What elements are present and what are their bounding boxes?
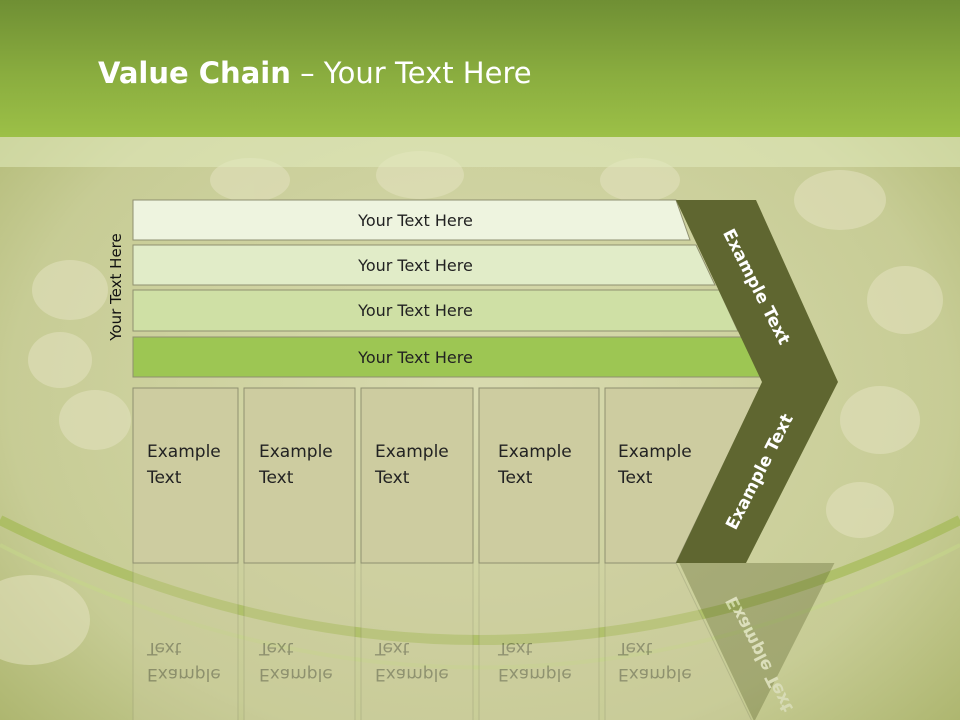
column-text-2-line1: Example (259, 442, 333, 462)
title-rest: – Your Text Here (290, 56, 532, 90)
column-text-3-line1: Example (375, 442, 449, 462)
row-label-box-3: Your Text Here (133, 290, 698, 331)
chevron-arrow (676, 200, 838, 563)
row-bar-1 (132, 199, 691, 241)
row-label-3: Your Text Here (358, 301, 473, 320)
column-text-4: Example Text (498, 439, 572, 491)
column-text-1-line2: Text (147, 468, 182, 488)
column-box-4 (478, 387, 600, 564)
row-label-1: Your Text Here (358, 210, 473, 230)
row-label-4: Your Text Here (358, 347, 473, 367)
row-label-2: Your Text Here (358, 255, 473, 275)
title-bold: Value Chain (98, 56, 291, 90)
column-box-1 (132, 387, 239, 564)
header-bar (0, 0, 960, 137)
row-label-box-1: Your Text Here (133, 200, 698, 240)
row-label-box-4: Your Text Here (133, 337, 698, 377)
column-text-3: Example Text (375, 439, 449, 491)
column-text-4-line1: Example (498, 442, 572, 462)
slide-title: Value Chain – Your Text Here (98, 56, 532, 90)
column-text-5: Example Text (618, 439, 692, 491)
column-text-5-line2: Text (618, 468, 653, 488)
column-text-2-line2: Text (259, 468, 294, 488)
column-text-2: Example Text (259, 439, 333, 491)
column-box-2 (243, 387, 356, 564)
column-text-3-line2: Text (375, 468, 410, 488)
column-text-1: Example Text (147, 439, 221, 491)
column-text-5-line1: Example (618, 442, 692, 462)
row-bar-2 (132, 244, 716, 286)
column-text-1-line1: Example (147, 442, 221, 462)
row-label-box-2: Your Text Here (133, 245, 698, 285)
header-band (0, 137, 960, 167)
column-box-3 (360, 387, 474, 564)
column-text-4-line2: Text (498, 468, 533, 488)
